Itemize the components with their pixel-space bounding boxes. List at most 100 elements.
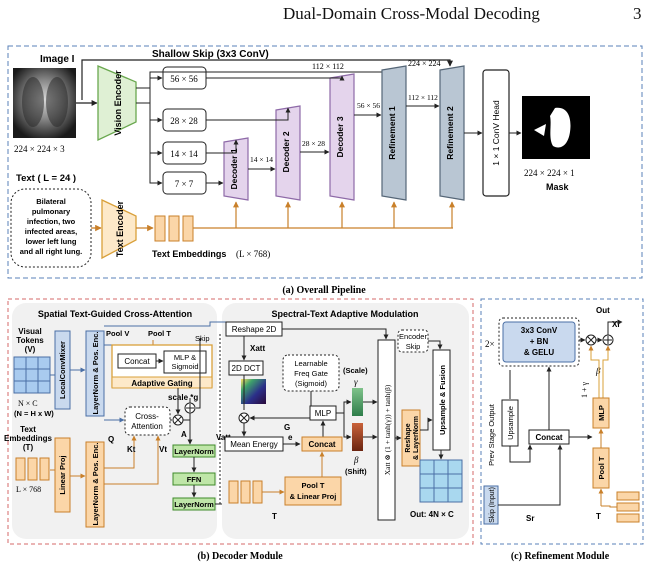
dim-14-label: 14 × 14 <box>250 155 273 164</box>
reshape-2d-label: Reshape 2D <box>232 325 277 334</box>
refinement-caption: (c) Refinement Module <box>511 551 610 562</box>
spectral-concat-block <box>301 436 343 452</box>
reshape-layernorm-label-1: Reshape <box>405 423 412 452</box>
nxc-label: N × C <box>18 399 38 408</box>
text-emb-label-2: Embeddings <box>4 434 53 443</box>
pool-t-proj-label-2: & Linear Proj <box>290 492 337 501</box>
mlp-sigmoid-block <box>163 350 207 374</box>
spectral-mlp-label: MLP <box>315 409 331 418</box>
pool-t-proj-block <box>284 476 342 506</box>
decoder-2-block <box>275 105 301 201</box>
dim-224-top-label: 224 × 224 <box>408 59 441 68</box>
upsample-label: Upsample <box>506 406 515 440</box>
pool-t-label: Pool T <box>148 329 171 338</box>
v-att-label: Vatt <box>216 433 231 442</box>
mask-dims: 224 × 224 × 1 <box>524 168 575 178</box>
token-b3 <box>252 480 263 504</box>
refine-mlp-block <box>592 397 610 429</box>
beta-label: β <box>353 455 359 465</box>
conv-bn-gelu-label-1: 3x3 ConV <box>521 326 558 335</box>
refinement-2-label: Refinement 2 <box>445 106 455 160</box>
adaptive-gating-label: Adaptive Gating <box>131 379 192 388</box>
text-line-3: infection, two <box>27 217 76 226</box>
conv-head-label: 1 × 1 ConV Head <box>491 100 501 166</box>
conv-bn-gelu-label-2: + BN <box>530 337 549 346</box>
lx768-label: L × 768 <box>16 485 41 494</box>
skip-label: Skip <box>195 334 210 343</box>
layernorm-pos-top-block <box>85 330 105 417</box>
dim-28-label: 28 × 28 <box>302 139 325 148</box>
dim-56-label: 56 × 56 <box>357 101 380 110</box>
refine-beta-label: β <box>595 366 601 376</box>
shallow-skip-label: Shallow Skip (3x3 ConV) <box>152 49 269 60</box>
shift-label: (Shift) <box>345 467 367 476</box>
out-label: Out: 4N × C <box>410 510 454 519</box>
text-input-box <box>10 188 92 268</box>
layernorm-pos-top-label: LayerNorm & Pos. Enc. <box>91 332 100 415</box>
feature-14-label: 14 × 14 <box>170 149 198 159</box>
token-b2 <box>240 480 251 504</box>
ffn-label: FFN <box>187 475 202 484</box>
text-embedding-token-3 <box>182 215 194 242</box>
refine-t-label: T <box>596 512 601 521</box>
kt-label: Kt <box>127 445 136 454</box>
layernorm-pos-bottom-label: LayerNorm & Pos. Enc. <box>91 443 100 526</box>
freq-gate-label-2: Freq Gate <box>294 369 328 378</box>
cross-attention-block <box>124 406 171 436</box>
spectral-title: Spectral-Text Adaptive Modulation <box>271 309 418 319</box>
encoder-skip-block <box>397 329 429 353</box>
refinement-1-label: Refinement 1 <box>387 106 397 160</box>
text-emb-label-1: Text <box>20 425 36 434</box>
pool-t-proj-label-1: Pool T <box>302 481 325 490</box>
dim-112-top-label: 112 × 112 <box>312 62 344 71</box>
vision-encoder-block <box>97 65 137 142</box>
pipeline-caption: (a) Overall Pipeline <box>282 285 366 296</box>
reshape-layernorm-block <box>401 409 421 467</box>
text-encoder-label: Text Encoder <box>115 200 125 257</box>
encoder-skip-label-1: Encoder <box>399 332 427 341</box>
visual-token-grid <box>13 356 51 394</box>
refine-xr-label: Xr <box>612 320 620 329</box>
mlp-sigmoid-label-1: MLP & <box>174 353 196 362</box>
t-label-b: T <box>272 512 277 521</box>
concat-label: Concat <box>124 357 150 366</box>
page-number: 3 <box>633 4 642 23</box>
visual-tokens-label-1: Visual <box>18 327 41 336</box>
pool-v-label: Pool V <box>106 329 129 338</box>
text-embedding-token-2 <box>168 215 180 242</box>
image-label: Image I <box>40 54 75 65</box>
text-line-5: lower left lung <box>26 237 77 246</box>
refine-pool-t-label: Pool T <box>597 456 606 479</box>
visual-tokens-label-3: (V) <box>25 345 36 354</box>
text-line-6: and all right lung. <box>20 247 83 256</box>
decoder-3-label: Decoder 3 <box>335 116 345 157</box>
token-c3 <box>616 513 640 523</box>
spectral-concat-label: Concat <box>308 440 335 449</box>
layernorm-2-label: LayerNorm <box>174 500 214 509</box>
decoder-3-block <box>329 73 355 201</box>
refine-mlp-label: MLP <box>597 405 606 421</box>
times2-label: 2× <box>485 339 495 349</box>
freq-gate-label-1: Learnable <box>294 359 327 368</box>
refinement-1-block <box>381 65 407 201</box>
linear-proj-label: Linear Proj <box>58 455 67 494</box>
upsample-fusion-label: Upsample & Fusion <box>438 365 447 435</box>
layernorm-1-label: LayerNorm <box>174 447 214 456</box>
g-label: G <box>284 423 290 432</box>
modulation-block <box>377 339 396 521</box>
token-c2 <box>616 502 640 512</box>
refinement-2-block <box>439 65 465 201</box>
text-emb-label-3: (T) <box>23 443 34 452</box>
scale-gamma-bar <box>352 388 363 416</box>
text-label: Text ( L = 24 ) <box>16 173 76 184</box>
dim-112-mid-label: 112 × 112 <box>408 93 438 102</box>
token-c1 <box>616 491 640 501</box>
token-a1 <box>15 457 26 481</box>
visual-tokens-label-2: Tokens <box>16 336 44 345</box>
spatial-title: Spatial Text-Guided Cross-Attention <box>38 309 192 319</box>
decoder-1-label: Decoder 1 <box>229 148 239 189</box>
encoder-skip-label-2: Skip <box>406 342 421 351</box>
sr-label: Sr <box>526 514 534 523</box>
